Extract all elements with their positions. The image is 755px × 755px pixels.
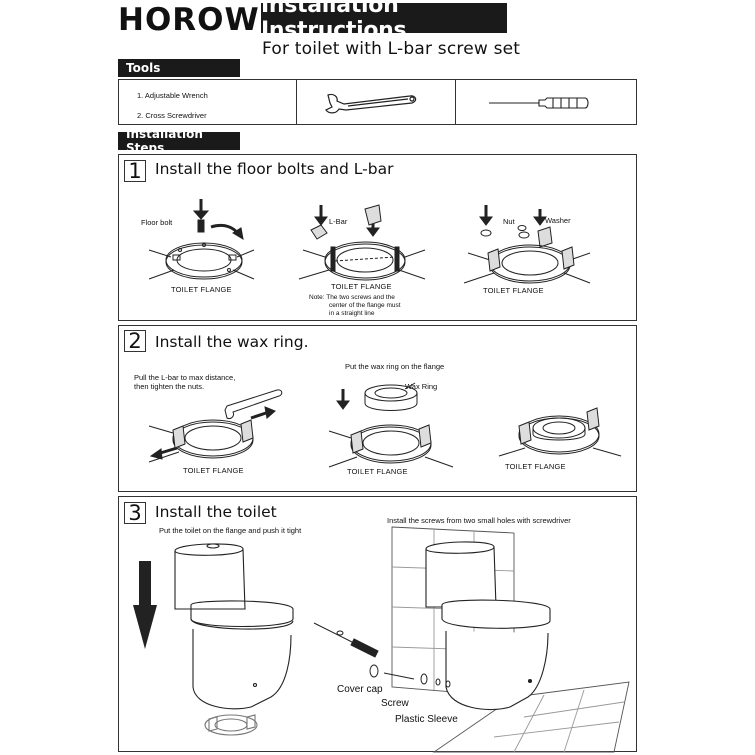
toilet-flange-lbar-illustration [299, 195, 429, 280]
wax-ring-on-flange-illustration [499, 396, 624, 466]
toilet-screw-install-illustration [314, 527, 634, 752]
step-1-number: 1 [124, 160, 146, 182]
brand-logo: HOROW® [118, 2, 273, 38]
step-3-title: Install the toilet [155, 503, 277, 521]
cross-screwdriver-icon [487, 95, 592, 111]
toilet-flange-nut-illustration [464, 195, 594, 285]
page-title: Installation Instructions [261, 3, 507, 33]
step-3-number: 3 [124, 502, 146, 524]
toilet-illustration [171, 537, 301, 752]
push-down-arrow-icon [133, 561, 157, 651]
tools-table: 1. Adjustable Wrench 2. Cross Screwdrive… [118, 79, 637, 125]
step-3-panel: 3 Install the toilet Put the toilet on t… [118, 496, 637, 752]
tools-heading: Tools [118, 59, 240, 77]
step-2-title: Install the wax ring. [155, 333, 309, 351]
steps-heading: Installation Steps [118, 132, 240, 150]
page-subtitle: For toilet with L-bar screw set [262, 39, 520, 59]
alignment-note: Note: The two screws and the center of t… [309, 294, 401, 318]
adjustable-wrench-icon [324, 92, 419, 116]
install-screws-instruction: Install the screws from two small holes … [387, 516, 571, 525]
step-1-panel: 1 Install the floor bolts and L-bar Floo… [118, 154, 637, 321]
tool-item-screwdriver: 2. Cross Screwdriver [137, 111, 207, 120]
flange-caption: TOILET FLANGE [183, 466, 244, 475]
step-1-title: Install the floor bolts and L-bar [155, 160, 393, 178]
put-wax-instruction: Put the wax ring on the flange [345, 362, 444, 371]
put-toilet-instruction: Put the toilet on the flange and push it… [159, 526, 301, 535]
tool-item-wrench: 1. Adjustable Wrench [137, 91, 208, 100]
tighten-lbar-illustration [149, 386, 294, 466]
toilet-flange-illustration [149, 195, 259, 280]
step-2-panel: 2 Install the wax ring. Pull the L-bar t… [118, 325, 637, 492]
step-2-number: 2 [124, 330, 146, 352]
flange-caption: TOILET FLANGE [483, 286, 544, 295]
flange-caption: TOILET FLANGE [331, 282, 392, 291]
wax-ring-illustration [329, 381, 454, 471]
flange-caption: TOILET FLANGE [171, 285, 232, 294]
